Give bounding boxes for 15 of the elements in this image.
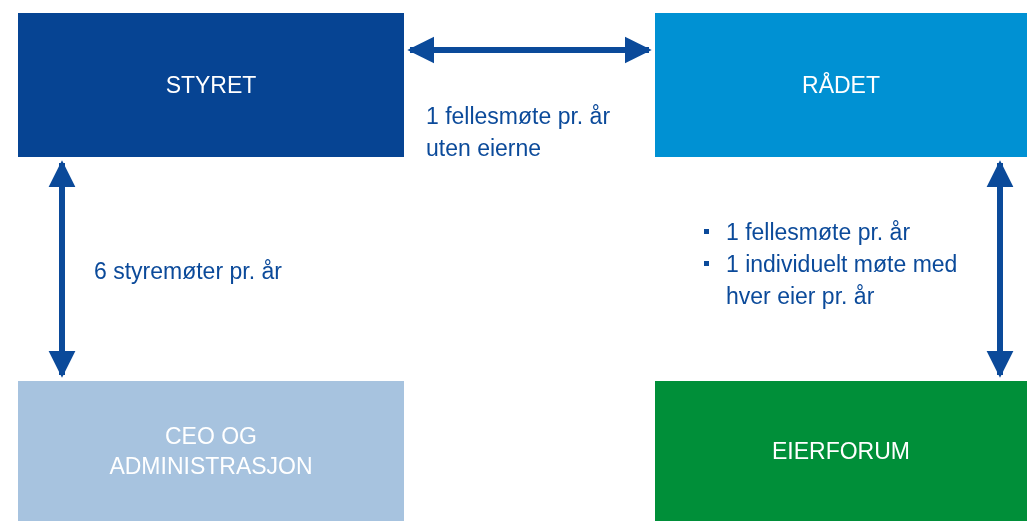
org-box [655, 381, 1027, 521]
edge-label: 1 fellesmøte pr. år [700, 216, 970, 248]
box-title: RÅDET [802, 71, 880, 100]
box-title: STYRET [165, 71, 257, 100]
box-title: CEO OG ADMINISTRASJON [108, 422, 314, 481]
org-box [655, 13, 1027, 157]
edge-label: 6 styremøter pr. år [94, 257, 283, 286]
edge-label: 1 individuelt møte med hver eier pr. år [700, 248, 970, 312]
org-box [18, 13, 404, 157]
double-arrow [986, 160, 1014, 378]
double-arrow [407, 36, 652, 64]
edge-label: 1 fellesmøte pr. år uten eierne [426, 102, 612, 163]
double-arrow [48, 160, 76, 378]
box-title: EIERFORUM [772, 437, 910, 466]
org-box [18, 381, 404, 521]
